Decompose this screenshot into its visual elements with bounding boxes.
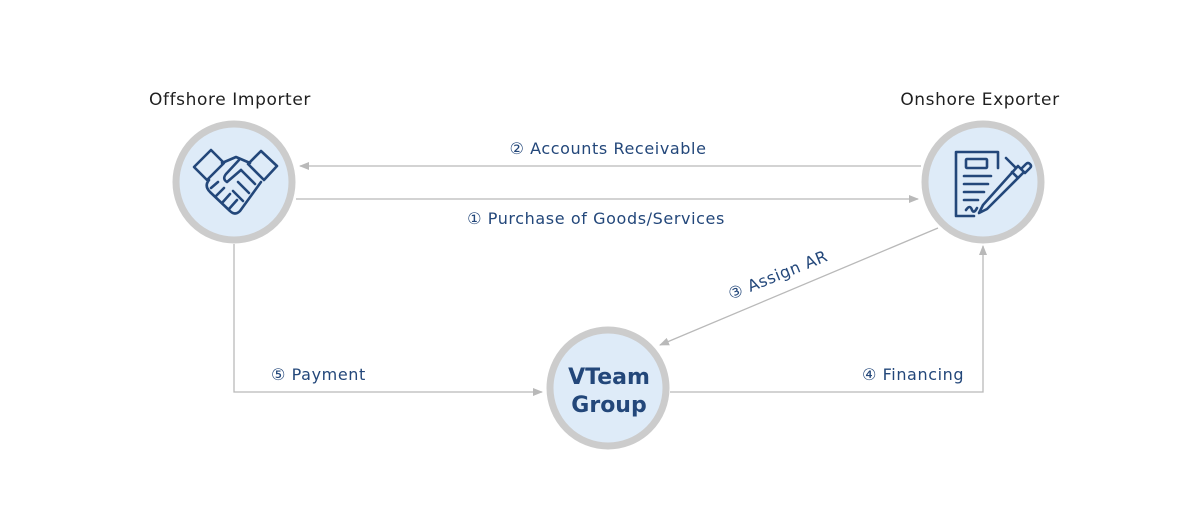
arrow-financing [670,245,987,393]
vteam-group-node: VTeam Group [546,326,670,450]
exporter-node [921,120,1045,244]
arrow-payment [233,244,543,396]
label-payment: ⑤ Payment [271,365,366,384]
handshake-icon [192,148,279,215]
label-accounts-receivable: ② Accounts Receivable [509,139,706,158]
label-purchase: ① Purchase of Goods/Services [467,209,725,228]
arrow-assign-ar [659,227,939,346]
center-title-line2: Group [571,393,646,418]
importer-node [172,120,296,244]
exporter-title: Onshore Exporter [900,90,1059,110]
importer-title: Offshore Importer [149,90,311,110]
center-title-line1: VTeam [568,365,650,390]
label-financing: ④ Financing [862,365,964,384]
contract-signing-icon [954,150,1033,218]
